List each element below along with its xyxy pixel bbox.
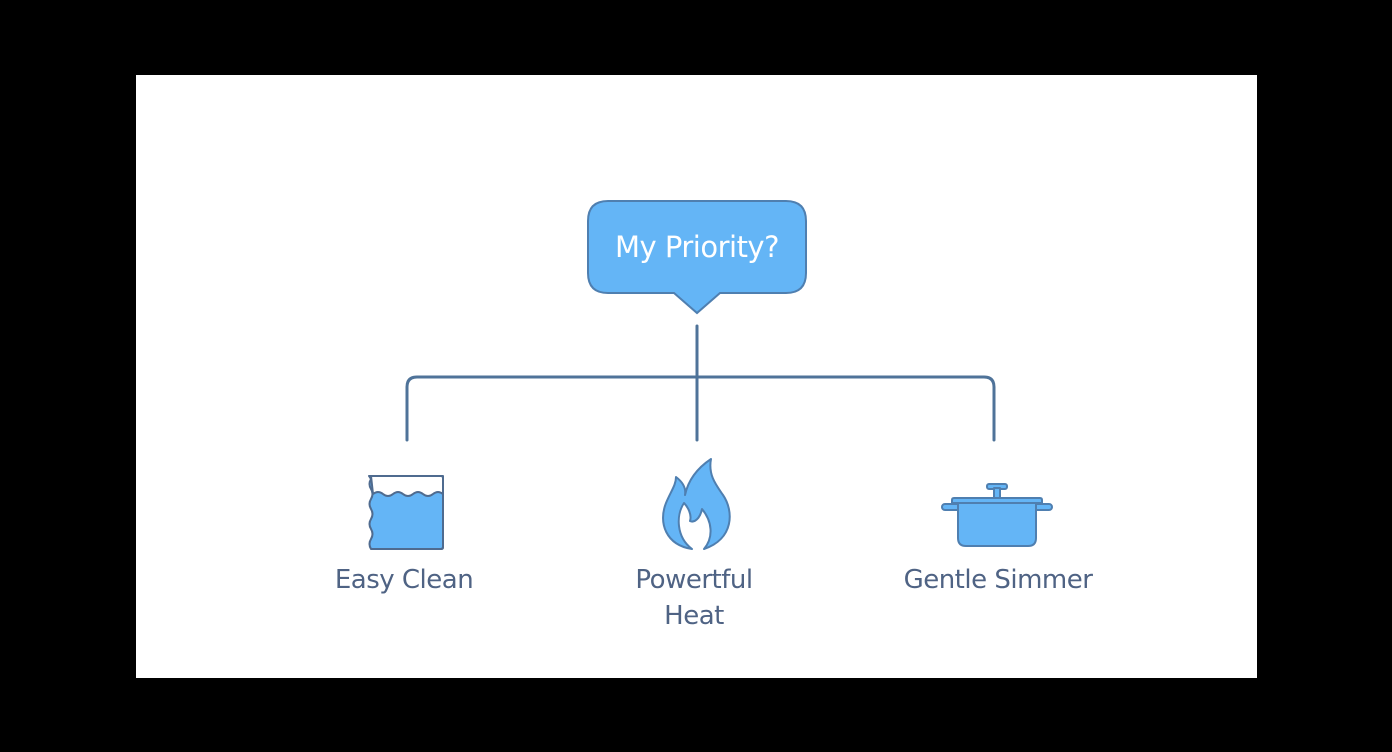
diagram-canvas: My Priority? Easy Clean Powertful Heat G…	[136, 75, 1257, 678]
priority-label: My Priority?	[614, 230, 780, 264]
connector-crossbar	[405, 375, 996, 442]
decision-tree	[368, 200, 1053, 550]
flame-icon	[662, 458, 731, 550]
priority-bubble	[587, 200, 807, 315]
option-label-easy-clean: Easy Clean	[334, 565, 474, 595]
option-label-gentle-simmer: Gentle Simmer	[903, 565, 1093, 595]
option-label-powerful-heat: Powertful Heat	[635, 565, 753, 631]
tree-connectors	[405, 324, 996, 442]
pot-icon	[941, 483, 1053, 547]
sponge-icon	[368, 475, 444, 550]
